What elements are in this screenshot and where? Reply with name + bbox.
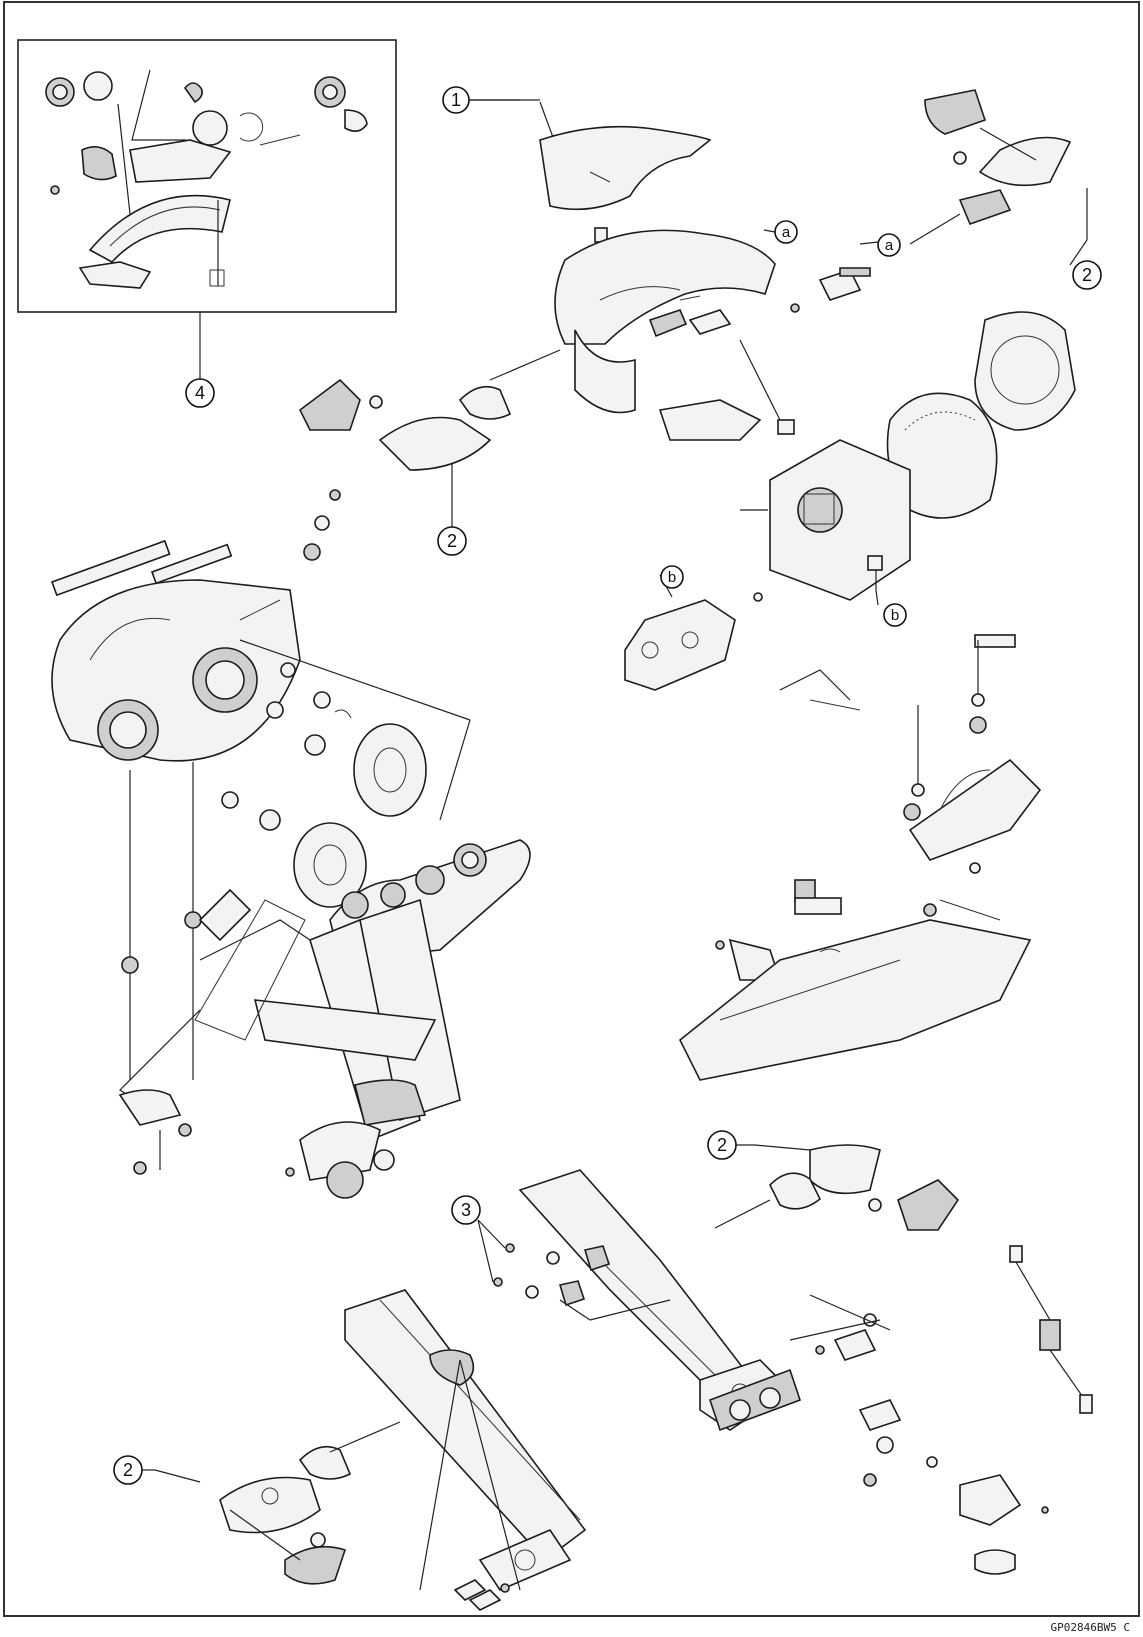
inset-box [17, 39, 397, 313]
callout-1: 1 [442, 86, 470, 114]
meter-assembly [740, 311, 1076, 601]
callout-2-upper-right: 2 [1072, 260, 1102, 290]
mirror-mount-brackets [688, 267, 871, 335]
callout-1-label: 1 [451, 90, 461, 110]
fork-and-stem-assembly [118, 839, 531, 1199]
callout-2-lower-left: 2 [113, 1455, 143, 1485]
rear-fender-assembly [518, 1169, 1049, 1575]
callout-2c-label: 2 [717, 1135, 727, 1155]
reference-b-right: b [883, 603, 907, 627]
callout-3-label: 3 [461, 1200, 471, 1220]
reference-a-lower: a [877, 233, 901, 257]
rear-frame-assembly [344, 1289, 587, 1611]
callout-2-lower-right: 2 [707, 1130, 737, 1160]
grommet-set [477, 1219, 671, 1321]
lower-left-turn-signal [154, 1421, 401, 1585]
inset-switch-assembly [45, 69, 368, 289]
callout-2-upper-left: 2 [437, 526, 467, 556]
callout-4-label: 4 [195, 383, 205, 403]
upper-cowl-group [450, 99, 795, 441]
figure-code: GP02846BW5 C [1051, 1621, 1130, 1634]
callout-2a-label: 2 [1082, 265, 1092, 285]
headlight-assembly [50, 489, 341, 1080]
callout-4: 4 [185, 378, 215, 408]
headlight-bulbs-and-covers [221, 639, 471, 908]
callout-2b-label: 2 [447, 531, 457, 551]
upper-right-turn-signal [909, 89, 1088, 245]
ref-b2-label: b [891, 607, 899, 624]
ref-b1-label: b [668, 569, 676, 586]
reference-a-upper: a [774, 220, 798, 244]
ref-a2-label: a [885, 237, 894, 254]
stay-bracket [624, 592, 763, 691]
reference-b-left: b [660, 565, 684, 589]
seat-cowl-assembly [678, 634, 1042, 1081]
outer-frame [3, 1, 1140, 1617]
callout-2d-label: 2 [123, 1460, 133, 1480]
license-lamp-harness [1009, 1245, 1093, 1414]
ref-a1-label: a [782, 224, 791, 241]
lower-right-turn-signal [714, 1144, 960, 1231]
callout-3: 3 [451, 1195, 481, 1225]
upper-left-turn-signal [298, 349, 561, 508]
